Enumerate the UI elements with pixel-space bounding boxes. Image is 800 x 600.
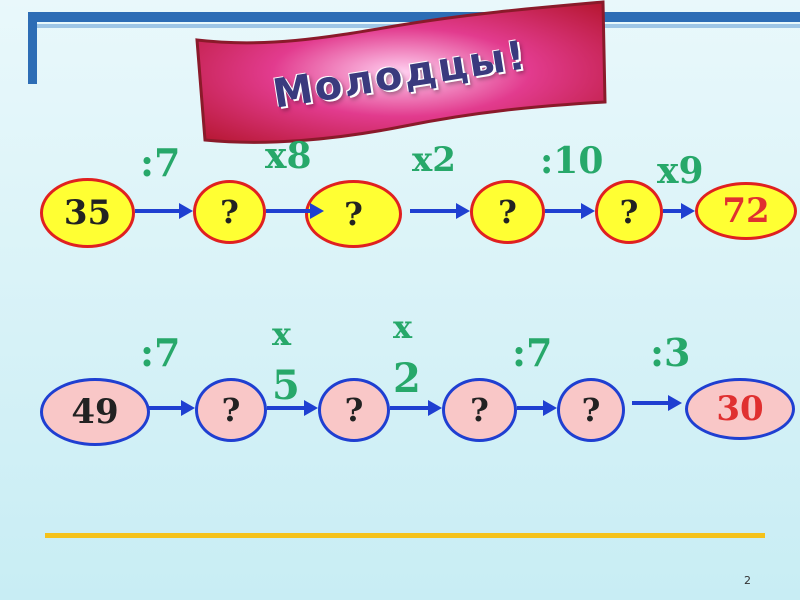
row1-end-value: 72 <box>722 191 769 231</box>
row2-arrow-2 <box>267 400 318 416</box>
row1-unknown-4-text: ? <box>620 193 639 231</box>
row1-arrow-2 <box>266 203 324 219</box>
row2-unknown-3[interactable]: ? <box>442 378 517 442</box>
row2-unknown-4-text: ? <box>582 391 601 429</box>
row1-end-oval: 72 <box>695 182 797 240</box>
row2-unknown-4[interactable]: ? <box>557 378 625 442</box>
row1-op-3: x2 <box>412 140 456 180</box>
row1-op-2: x8 <box>265 135 312 177</box>
row1-start-value: 35 <box>64 193 111 233</box>
row2-op-3-number: 2 <box>393 355 421 402</box>
row2-op-5: :3 <box>650 330 690 375</box>
row2-arrow-5 <box>632 395 682 411</box>
row1-op-5: x9 <box>657 150 704 192</box>
row1-unknown-3-text: ? <box>498 193 517 231</box>
row2-arrow-3 <box>390 400 442 416</box>
row2-arrow-1 <box>148 400 195 416</box>
praise-banner: Молодцы! <box>185 0 615 150</box>
row1-op-1: :7 <box>140 140 180 185</box>
page-number: 2 <box>744 574 751 587</box>
row2-unknown-1[interactable]: ? <box>195 378 267 442</box>
row2-op-1: :7 <box>140 330 180 375</box>
row2-arrow-4 <box>517 400 557 416</box>
row2-unknown-3-text: ? <box>470 391 489 429</box>
row1-unknown-1-text: ? <box>220 193 239 231</box>
bottom-divider <box>45 533 765 538</box>
row2-op-3-sign: x <box>393 308 412 346</box>
row1-arrow-3 <box>410 203 470 219</box>
row2-unknown-2-text: ? <box>345 391 364 429</box>
row2-end-value: 30 <box>716 389 763 429</box>
row1-arrow-5 <box>663 203 695 219</box>
row2-start-value: 49 <box>71 392 118 432</box>
row2-op-2-sign: x <box>272 315 291 353</box>
row1-start-oval: 35 <box>40 178 135 248</box>
row1-unknown-4[interactable]: ? <box>595 180 663 244</box>
row1-unknown-3[interactable]: ? <box>470 180 545 244</box>
row2-op-4: :7 <box>512 330 552 375</box>
row2-end-oval: 30 <box>685 378 795 440</box>
row1-arrow-1 <box>135 203 193 219</box>
row2-unknown-2[interactable]: ? <box>318 378 390 442</box>
row1-op-4: :10 <box>540 140 603 182</box>
row1-arrow-4 <box>545 203 595 219</box>
row2-start-oval: 49 <box>40 378 150 446</box>
frame-left-bar <box>28 12 37 84</box>
row1-unknown-1[interactable]: ? <box>193 180 266 244</box>
row2-unknown-1-text: ? <box>222 391 241 429</box>
row1-unknown-2-text: ? <box>344 195 363 233</box>
